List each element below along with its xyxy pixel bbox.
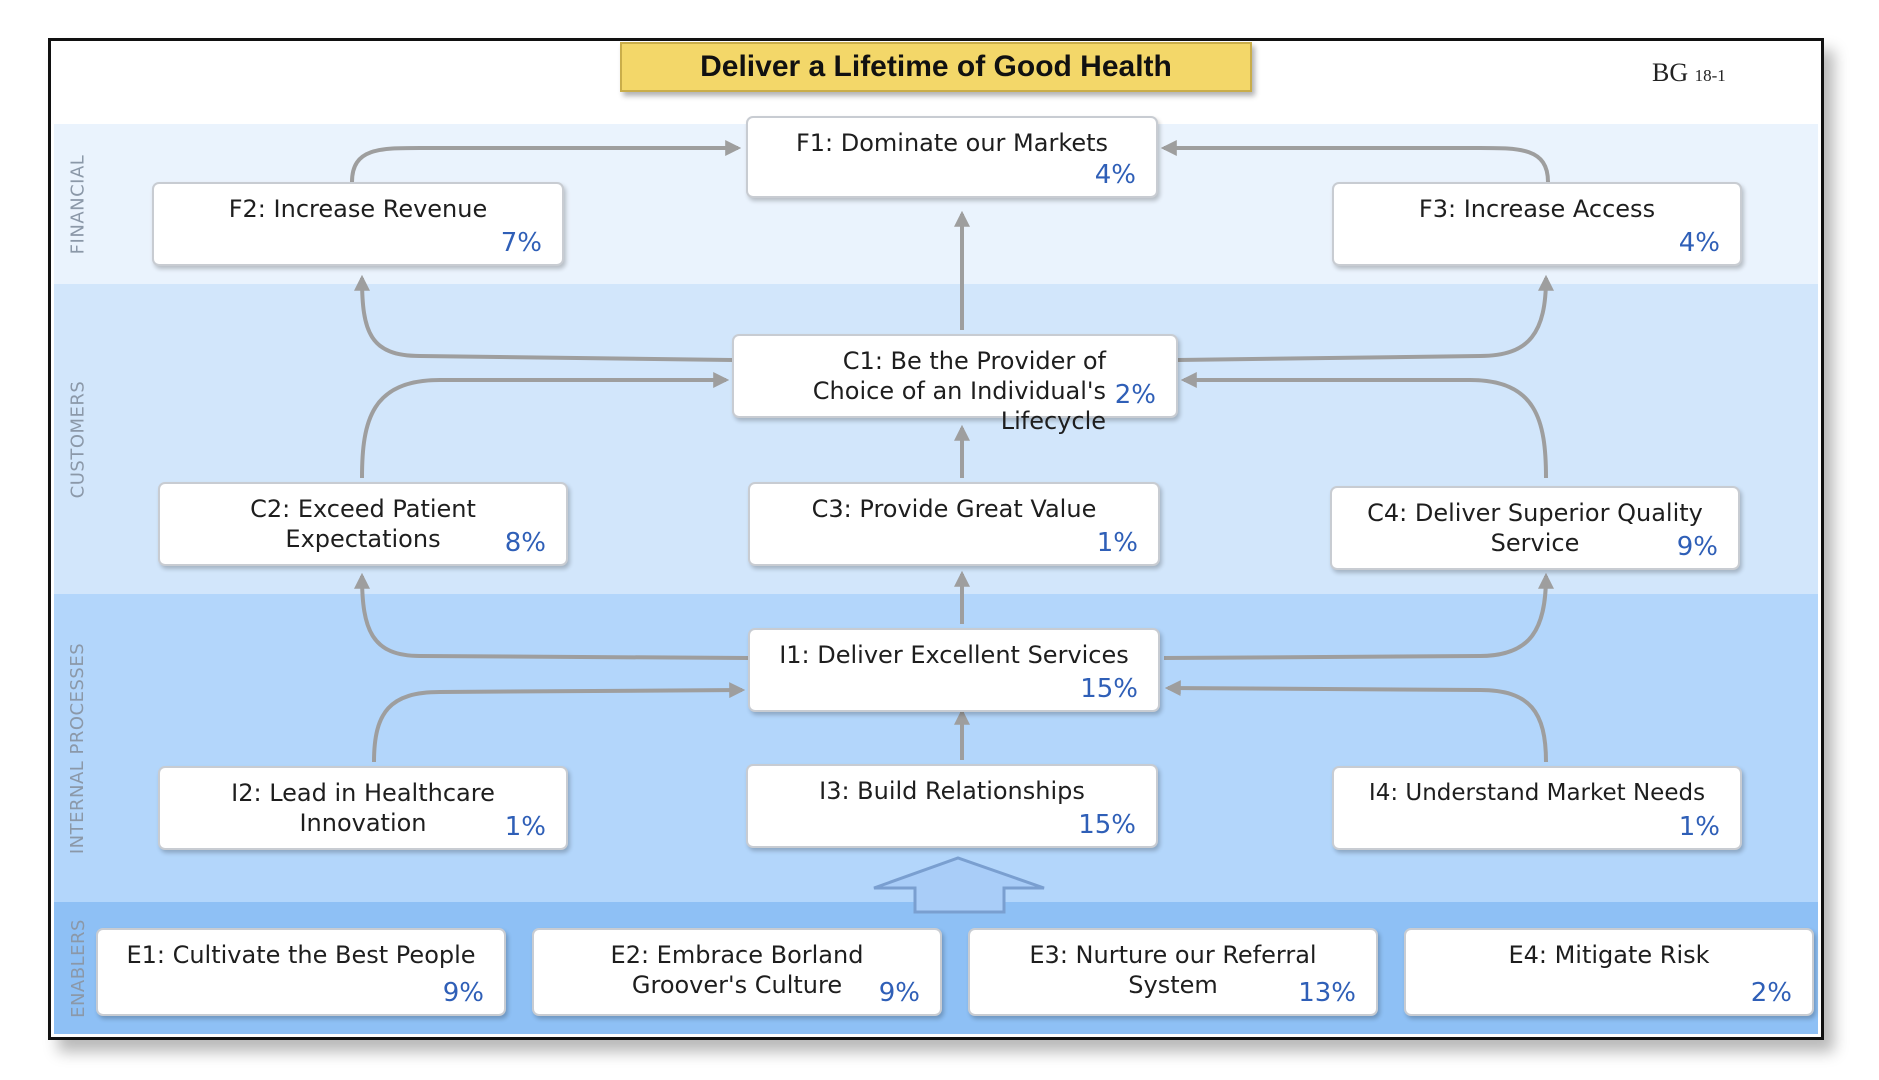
objective-i4[interactable]: I4: Understand Market Needs 1% (1332, 766, 1742, 850)
diagram-title: Deliver a Lifetime of Good Health (620, 42, 1252, 92)
objective-e4[interactable]: E4: Mitigate Risk 2% (1404, 928, 1814, 1016)
objective-f2[interactable]: F2: Increase Revenue 7% (152, 182, 564, 266)
diagram-code: BG 18-1 (1652, 58, 1726, 87)
arrow-f3-to-f1 (1160, 140, 1550, 183)
objective-i2-label: I2: Lead in Healthcare Innovation (231, 779, 495, 837)
objective-e3-label: E3: Nurture our Referral System (1029, 941, 1317, 999)
objective-f3[interactable]: F3: Increase Access 4% (1332, 182, 1742, 266)
objective-c2[interactable]: C2: Exceed Patient Expectations 8% (158, 482, 568, 566)
objective-e3[interactable]: E3: Nurture our Referral System 13% (968, 928, 1378, 1016)
objective-i3-label: I3: Build Relationships (819, 777, 1085, 805)
objective-e2-label: E2: Embrace Borland Groover's Culture (610, 941, 864, 999)
objective-f2-weight: 7% (500, 228, 542, 258)
objective-f1-weight: 4% (1094, 160, 1136, 190)
arrow-i1-to-c2 (354, 572, 749, 660)
objective-i2[interactable]: I2: Lead in Healthcare Innovation 1% (158, 766, 568, 850)
objective-c2-label: C2: Exceed Patient Expectations (250, 495, 476, 553)
arrow-i2-to-i1 (372, 682, 746, 763)
objective-i4-label: I4: Understand Market Needs (1368, 780, 1706, 806)
objective-e1-weight: 9% (442, 978, 484, 1008)
arrow-c2-to-c1 (360, 372, 730, 479)
arrow-c1-to-f3 (1177, 274, 1554, 362)
arrow-i1-to-c4 (1163, 572, 1554, 660)
objective-i4-weight: 1% (1678, 812, 1720, 842)
objective-c3-weight: 1% (1096, 528, 1138, 558)
objective-i1-weight: 15% (1080, 674, 1138, 704)
objective-f3-weight: 4% (1678, 228, 1720, 258)
objective-c1-label: C1: Be the Provider of Choice of an Indi… (812, 347, 1106, 435)
objective-f2-label: F2: Increase Revenue (228, 195, 488, 223)
objective-c3-label: C3: Provide Great Value (811, 495, 1097, 523)
objective-e3-weight: 13% (1298, 978, 1356, 1008)
objective-i3-weight: 15% (1078, 810, 1136, 840)
objective-c4-label: C4: Deliver Superior Quality Service (1367, 499, 1703, 557)
objective-e2[interactable]: E2: Embrace Borland Groover's Culture 9% (532, 928, 942, 1016)
objective-c1-weight: 2% (1114, 380, 1156, 410)
objective-c1[interactable]: C1: Be the Provider of Choice of an Indi… (732, 334, 1178, 435)
arrow-c4-to-c1 (1180, 372, 1548, 479)
objective-i2-weight: 1% (504, 812, 546, 842)
objective-c4-weight: 9% (1676, 532, 1718, 562)
objective-e4-label: E4: Mitigate Risk (1508, 941, 1710, 969)
objective-e1[interactable]: E1: Cultivate the Best People 9% (96, 928, 506, 1016)
arrow-i4-to-i1 (1164, 680, 1548, 763)
objective-f3-label: F3: Increase Access (1418, 195, 1656, 223)
objective-c2-weight: 8% (504, 528, 546, 558)
enablers-block-arrow (873, 856, 1045, 914)
objective-i1-label: I1: Deliver Excellent Services (779, 641, 1129, 669)
arrow-c1-to-f2 (354, 274, 733, 362)
objective-i3[interactable]: I3: Build Relationships 15% (746, 764, 1158, 848)
objective-f1[interactable]: F1: Dominate our Markets 4% (746, 116, 1158, 198)
objective-c3[interactable]: C3: Provide Great Value 1% (748, 482, 1160, 566)
objective-c4[interactable]: C4: Deliver Superior Quality Service 9% (1330, 486, 1740, 570)
objective-e2-weight: 9% (878, 978, 920, 1008)
objective-e1-label: E1: Cultivate the Best People (126, 941, 476, 969)
objective-e4-weight: 2% (1750, 978, 1792, 1008)
objective-f1-label: F1: Dominate our Markets (795, 129, 1109, 157)
objective-i1[interactable]: I1: Deliver Excellent Services 15% (748, 628, 1160, 712)
arrow-f2-to-f1 (350, 140, 742, 183)
